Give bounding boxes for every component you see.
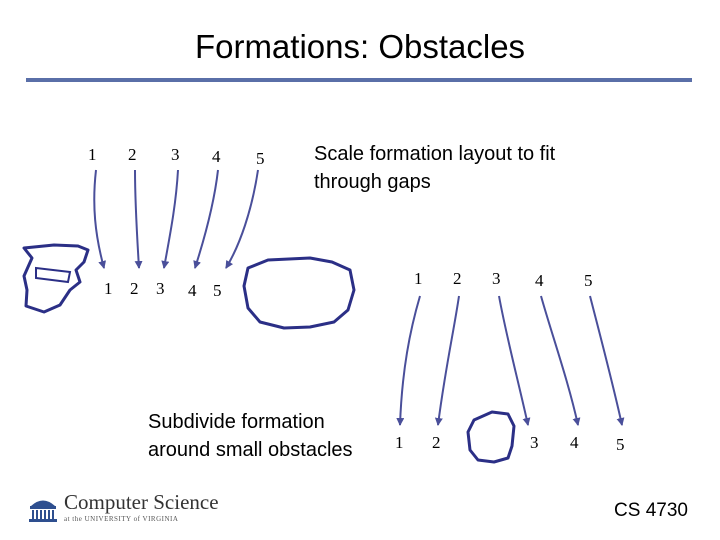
arrow-3: [161, 169, 179, 269]
obstacle-middle: [242, 256, 356, 330]
arrow-r5: [589, 295, 625, 426]
arrow-1: [93, 169, 107, 269]
scaled-unit-4: 4: [188, 281, 197, 300]
split-unit-1: 1: [395, 433, 404, 452]
obstacle-small: [466, 410, 516, 464]
arrow-r2: [434, 295, 460, 426]
slide-title: Formations: Obstacles: [194, 28, 526, 65]
split-unit-4: 4: [570, 433, 579, 452]
right-unit-3: 3: [492, 269, 501, 288]
title-rule: [26, 78, 692, 82]
formation-unit-5: 5: [256, 149, 265, 168]
scaled-unit-5: 5: [213, 281, 222, 300]
scaled-unit-3: 3: [156, 279, 165, 298]
caption-scale: Scale formation layout to fit through ga…: [314, 143, 556, 193]
course-code: CS 4730: [614, 500, 688, 521]
rotunda-icon: [29, 500, 57, 522]
obstacle-left: [22, 243, 90, 314]
right-unit-4: 4: [535, 271, 544, 290]
scaled-unit-1: 1: [104, 279, 113, 298]
arrow-r1: [396, 295, 421, 426]
split-unit-2: 2: [432, 433, 441, 452]
formation-unit-1: 1: [88, 145, 97, 164]
arrow-r3: [498, 295, 531, 426]
right-unit-2: 2: [453, 269, 462, 288]
scaled-unit-2: 2: [130, 279, 139, 298]
cs-logo: Computer Science at the UNIVERSITY of VI…: [28, 492, 219, 523]
formation-unit-2: 2: [128, 145, 137, 164]
logo-name: Computer Science: [64, 490, 219, 514]
split-unit-3: 3: [530, 433, 539, 452]
caption-subdivide: Subdivide formation around small obstacl…: [148, 411, 353, 461]
arrow-r4: [540, 295, 581, 426]
right-unit-5: 5: [584, 271, 593, 290]
formation-unit-3: 3: [171, 145, 180, 164]
arrow-5: [225, 169, 259, 269]
split-unit-5: 5: [616, 435, 625, 454]
right-unit-1: 1: [414, 269, 423, 288]
arrow-4: [193, 169, 219, 269]
formation-unit-4: 4: [212, 147, 221, 166]
logo-subtitle: at the UNIVERSITY of VIRGINIA: [64, 515, 179, 523]
arrow-2: [134, 169, 143, 269]
